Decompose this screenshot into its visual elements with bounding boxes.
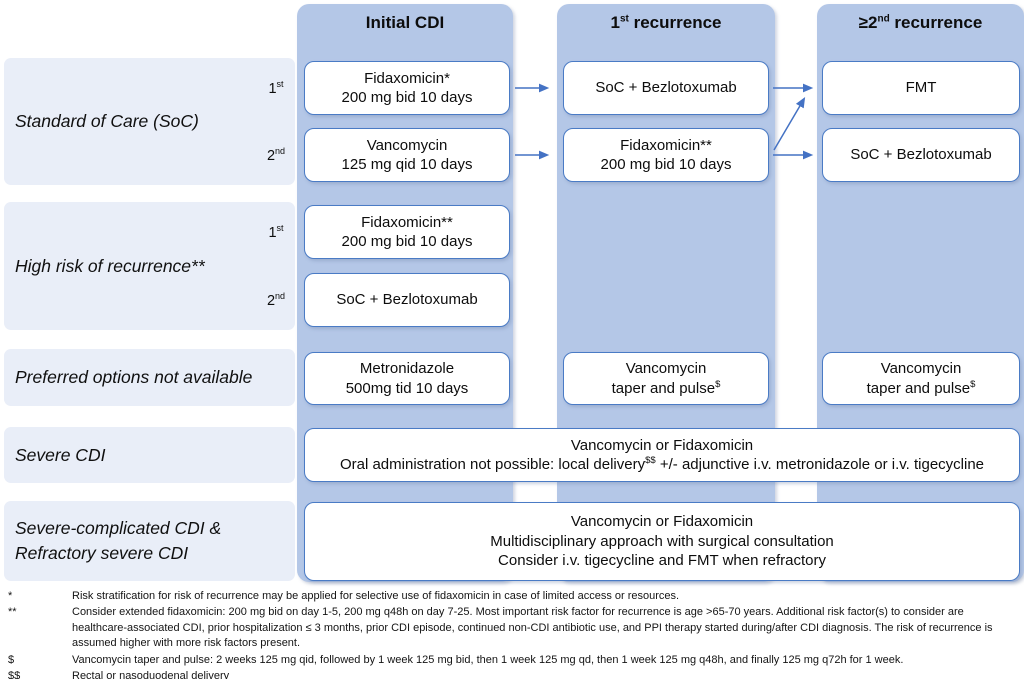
treatment-box-rec1-fidaxomicin: Fidaxomicin** 200 mg bid 10 days: [563, 128, 769, 182]
row-label-high-risk: High risk of recurrence**: [15, 255, 205, 276]
ordinal-number: 1: [268, 80, 277, 97]
treatment-line: Vancomycin or Fidaxomicin: [570, 436, 754, 454]
treatment-line-text: +/- adjunctive i.v. metronidazole or i.v…: [655, 456, 985, 473]
header-text: Initial CDI: [365, 13, 445, 32]
footnote-double-asterisk: ** Consider extended fidaxomicin: 200 mg…: [8, 605, 1018, 651]
column-header-initial-cdi: Initial CDI: [297, 13, 513, 33]
footnote-symbol: *: [8, 590, 13, 602]
treatment-line: Metronidazole: [359, 360, 455, 377]
footnote-double-dollar: $$ Rectal or nasoduodenal delivery: [8, 669, 1018, 679]
treatment-line-superscript: $: [715, 378, 721, 390]
treatment-line: taper and pulse$: [867, 379, 976, 399]
row-label-severe-complicated-line1: Severe-complicated CDI &: [15, 517, 222, 538]
ordinal-soc-2nd: 2nd: [260, 146, 292, 164]
column-header-first-recurrence: 1st recurrence: [557, 13, 775, 33]
row-label-severe-cdi: Severe CDI: [15, 444, 106, 465]
treatment-line: Vancomycin: [880, 360, 962, 377]
treatment-box-initial-soc-1st: Fidaxomicin* 200 mg bid 10 days: [304, 61, 510, 115]
treatment-box-initial-highrisk-1st: Fidaxomicin** 200 mg bid 10 days: [304, 205, 510, 259]
row-label-preferred-not-available: Preferred options not available: [15, 367, 253, 387]
treatment-line: SoC + Bezlotoxumab: [595, 79, 737, 97]
row-panel-high-risk: High risk of recurrence**: [4, 202, 295, 330]
treatment-line-text: taper and pulse: [866, 379, 971, 397]
header-superscript: st: [619, 13, 629, 25]
footnote-text: Consider extended fidaxomicin: 200 mg bi…: [72, 606, 993, 650]
row-label-severe-complicated-line2: Refractory severe CDI: [15, 543, 189, 563]
ordinal-number: 2: [266, 147, 276, 164]
treatment-line-superscript: $: [970, 378, 976, 390]
treatment-line: 200 mg bid 10 days: [341, 233, 473, 250]
treatment-line: SoC + Bezlotoxumab: [336, 291, 478, 309]
treatment-line-superscript: $$: [645, 455, 656, 466]
treatment-line: Oral administration not possible: local …: [340, 455, 984, 475]
treatment-line: taper and pulse$: [612, 379, 721, 399]
treatment-line: Vancomycin: [625, 360, 707, 377]
treatment-box-initial-soc-2nd: Vancomycin 125 mg qid 10 days: [304, 128, 510, 182]
treatment-line: Fidaxomicin*: [364, 69, 450, 87]
treatment-line: FMT: [905, 79, 937, 97]
ordinal-superscript: nd: [275, 146, 286, 156]
row-panel-standard-of-care: Standard of Care (SoC): [4, 58, 295, 185]
treatment-line: 200 mg bid 10 days: [600, 156, 732, 173]
row-panel-severe-complicated: Severe-complicated CDI & Refractory seve…: [4, 501, 295, 581]
ordinal-high-risk-1st: 1st: [260, 223, 292, 241]
treatment-box-severe-complicated: Vancomycin or Fidaxomicin Multidisciplin…: [304, 502, 1020, 581]
footnotes: * Risk stratification for risk of recurr…: [8, 589, 1018, 679]
header-superscript: nd: [877, 13, 890, 25]
treatment-box-initial-preferred-not-available: Metronidazole 500mg tid 10 days: [304, 352, 510, 405]
footnote-symbol: $: [8, 653, 15, 666]
ordinal-soc-1st: 1st: [260, 79, 292, 97]
treatment-line: Vancomycin: [366, 136, 448, 154]
footnote-text: Vancomycin taper and pulse: 2 weeks 125 …: [72, 653, 904, 666]
ordinal-superscript: nd: [275, 291, 286, 301]
treatment-box-rec2-soc-bezlotoxumab: SoC + Bezlotoxumab: [822, 128, 1020, 182]
treatment-line: Fidaxomicin**: [620, 136, 712, 154]
header-text: 1: [610, 13, 620, 32]
treatment-line: 500mg tid 10 days: [345, 379, 469, 397]
treatment-box-severe-cdi: Vancomycin or Fidaxomicin Oral administr…: [304, 428, 1020, 482]
header-text: recurrence: [889, 13, 983, 32]
footnote-dollar: $ Vancomycin taper and pulse: 2 weeks 12…: [8, 653, 1018, 668]
row-label-standard-of-care: Standard of Care (SoC): [15, 111, 199, 131]
treatment-box-rec1-soc-bezlotoxumab: SoC + Bezlotoxumab: [563, 61, 769, 115]
arrow-rec1bottom-to-fmt: [773, 97, 806, 151]
ordinal-high-risk-2nd: 2nd: [260, 291, 292, 309]
treatment-line: Vancomycin or Fidaxomicin: [570, 513, 754, 531]
row-panel-preferred-not-available: Preferred options not available: [4, 349, 295, 406]
ordinal-superscript: st: [276, 223, 284, 233]
ordinal-superscript: st: [276, 79, 284, 89]
footnote-symbol: $$: [8, 669, 21, 679]
treatment-box-rec2-fmt: FMT: [822, 61, 1020, 115]
treatment-line: 200 mg bid 10 days: [341, 89, 473, 106]
ordinal-number: 1: [268, 224, 277, 241]
footnote-text: Rectal or nasoduodenal delivery: [72, 669, 230, 679]
treatment-line: Fidaxomicin**: [361, 213, 453, 231]
treatment-box-rec2-vancomycin-taper: Vancomycin taper and pulse$: [822, 352, 1020, 405]
treatment-line: SoC + Bezlotoxumab: [850, 146, 992, 164]
ordinal-number: 2: [266, 292, 276, 309]
treatment-box-rec1-vancomycin-taper: Vancomycin taper and pulse$: [563, 352, 769, 405]
treatment-line: Multidisciplinary approach with surgical…: [490, 532, 834, 550]
treatment-line: Consider i.v. tigecycline and FMT when r…: [498, 552, 826, 570]
footnote-symbol: **: [8, 606, 17, 619]
treatment-line-text: taper and pulse: [611, 379, 716, 397]
header-text: ≥2: [858, 13, 878, 32]
header-text: recurrence: [628, 13, 722, 32]
treatment-line-text: Oral administration not possible: local …: [339, 456, 646, 473]
treatment-line: 125 mg qid 10 days: [341, 156, 473, 173]
row-panel-severe-cdi: Severe CDI: [4, 427, 295, 483]
footnote-asterisk: * Risk stratification for risk of recurr…: [8, 589, 1018, 604]
treatment-box-initial-highrisk-2nd: SoC + Bezlotoxumab: [304, 273, 510, 327]
column-header-second-recurrence: ≥2nd recurrence: [817, 13, 1024, 33]
footnote-text: Risk stratification for risk of recurren…: [72, 590, 680, 602]
